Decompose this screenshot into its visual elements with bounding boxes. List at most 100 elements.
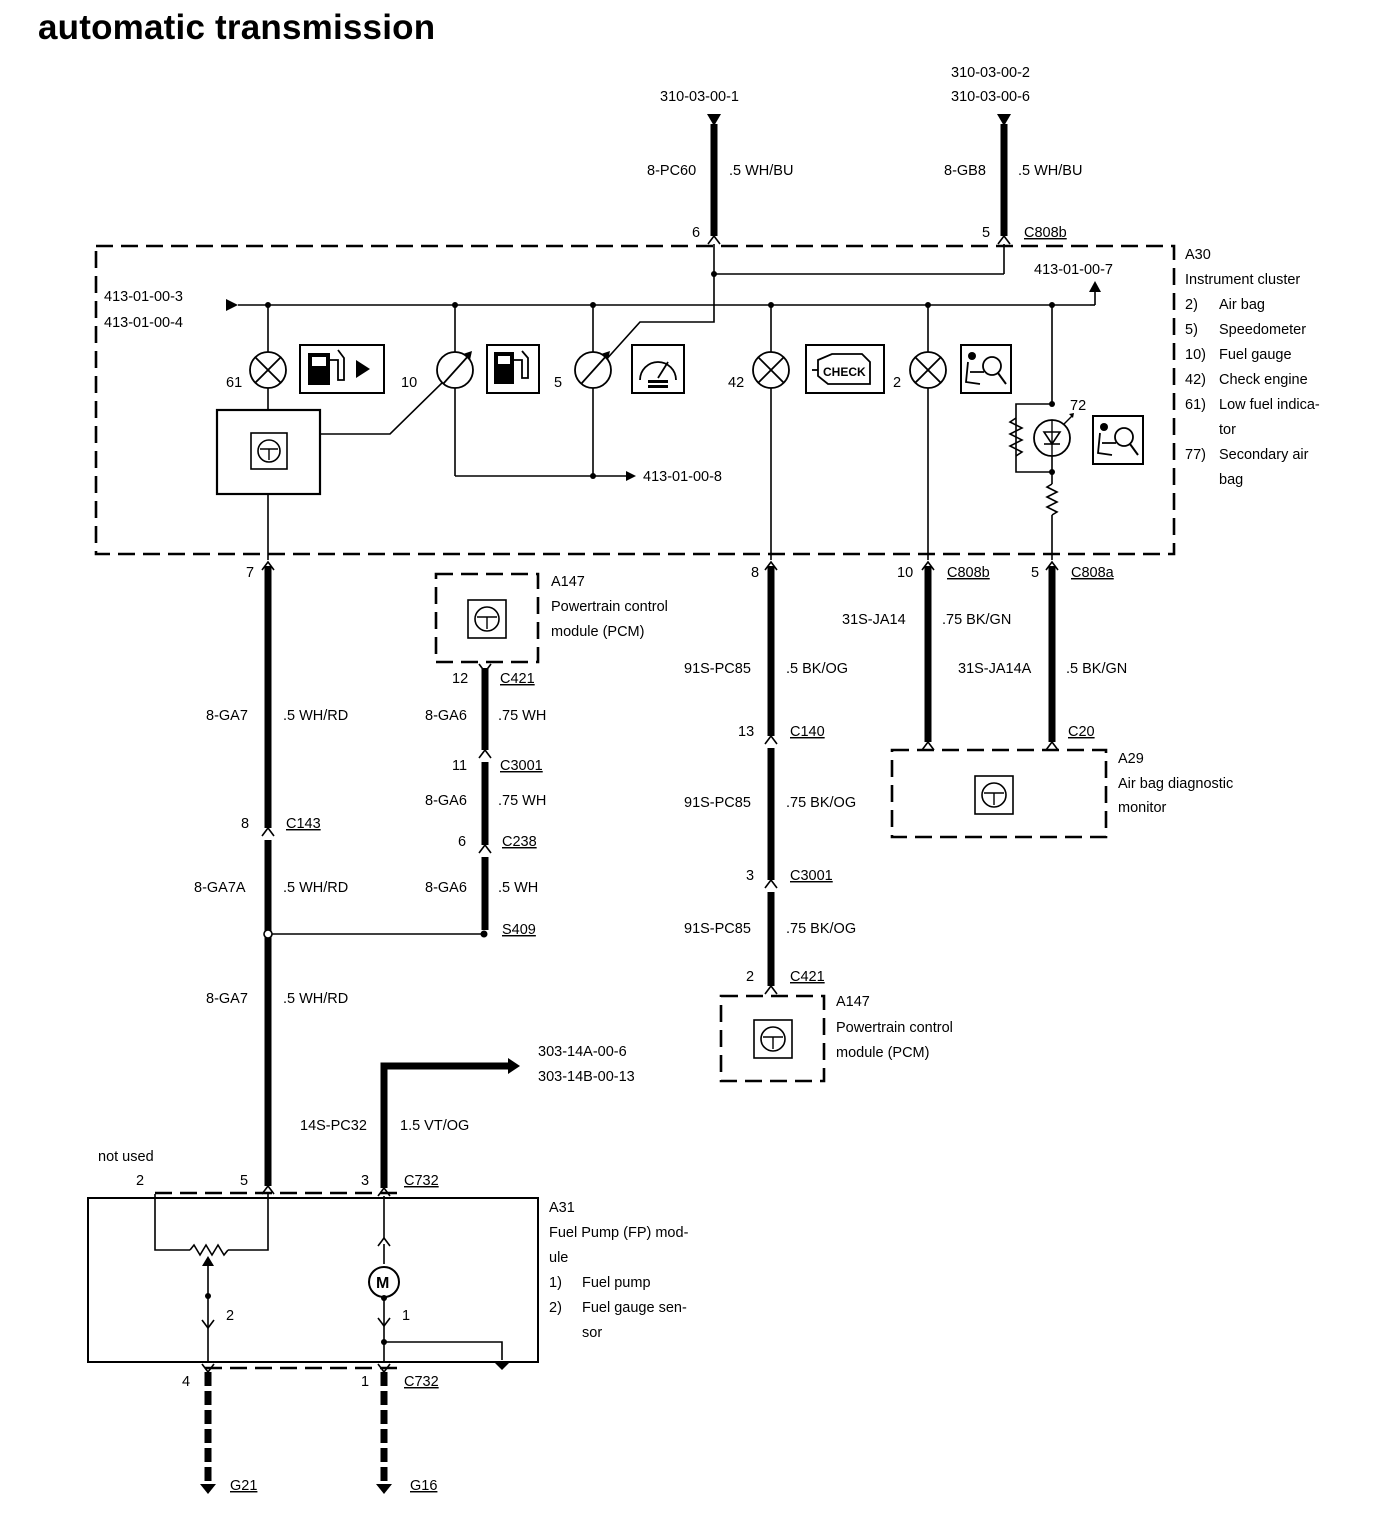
legend-text-cont: tor (1219, 422, 1236, 438)
ground-label: G21 (230, 1478, 257, 1494)
connector-label: C808b (947, 565, 990, 581)
speedometer-icon (631, 344, 685, 394)
pin-number: 5 (240, 1173, 248, 1189)
ground-label: G16 (410, 1478, 437, 1494)
pin-number: 1 (402, 1308, 410, 1324)
airbag-icon (960, 344, 1012, 394)
wire-circuit: 8-GA6 (425, 880, 467, 896)
pin-number: 10 (401, 375, 417, 391)
pin-number: 6 (458, 834, 466, 850)
component-name: Instrument cluster (1185, 272, 1300, 288)
wire-spec: .75 BK/GN (942, 612, 1011, 628)
check-engine-text: CHECK (823, 365, 866, 379)
legend-text: Fuel pump (582, 1275, 651, 1291)
legend-text: Check engine (1219, 372, 1308, 388)
pin-number: 3 (746, 868, 754, 884)
pin-number: 4 (182, 1374, 190, 1390)
pin-number: 5 (982, 225, 990, 241)
ref-top-left: 310-03-00-1 (660, 89, 739, 105)
component-id: A30 (1185, 247, 1211, 263)
pin-number: 13 (738, 724, 754, 740)
wire-circuit: 8-GA6 (425, 708, 467, 724)
wire-circuit: 91S-PC85 (684, 661, 751, 677)
wire-spec: .5 WH/RD (283, 991, 348, 1007)
wire-circuit: 31S-JA14A (958, 661, 1032, 677)
component-desc: module (PCM) (836, 1045, 929, 1061)
component-desc: module (PCM) (551, 624, 644, 640)
pin-number: 2 (893, 375, 901, 391)
ga7-wire (261, 560, 488, 1195)
low-fuel-bulb (249, 351, 287, 389)
legend-num: 42) (1185, 372, 1206, 388)
wire-circuit: 14S-PC32 (300, 1118, 367, 1134)
pcm-top-outline (434, 572, 540, 664)
pcm-bottom-outline (719, 994, 826, 1083)
pc85-wire (764, 560, 778, 995)
connector-label: C3001 (790, 868, 833, 884)
pin-number: 5 (554, 375, 562, 391)
fuel-pump-internal: M (154, 1194, 510, 1370)
component-id: A147 (551, 574, 585, 590)
wire-spec: .75 BK/OG (786, 921, 856, 937)
cluster-module (215, 408, 322, 496)
ref-cluster-left-1: 413-01-00-3 (104, 289, 183, 305)
ga6-wire (478, 663, 492, 930)
connector-label: C808b (1024, 225, 1067, 241)
legend-num: 2) (1185, 297, 1198, 313)
connector-label: C140 (790, 724, 825, 740)
not-used-label: not used (98, 1149, 154, 1165)
legend-text-cont: sor (582, 1325, 602, 1341)
connector-label: C421 (790, 969, 825, 985)
legend-num: 2) (549, 1300, 562, 1316)
connector-label: C732 (404, 1173, 439, 1189)
pin-number: 3 (361, 1173, 369, 1189)
pin-number: 7 (246, 565, 254, 581)
page-title: automatic transmission (38, 8, 436, 47)
legend-text: Speedometer (1219, 322, 1306, 338)
legend-num: 1) (549, 1275, 562, 1291)
pin-number: 72 (1070, 398, 1086, 414)
legend-text: Low fuel indica- (1219, 397, 1320, 413)
splice-label: S409 (502, 922, 536, 938)
pin-number: 5 (1031, 565, 1039, 581)
wire-circuit: 8-GB8 (944, 163, 986, 179)
secondary-airbag-led (1033, 413, 1074, 457)
legend-text-cont: bag (1219, 472, 1243, 488)
wire-spec: .5 BK/OG (786, 661, 848, 677)
wire-circuit: 8-GA7 (206, 991, 248, 1007)
top-feed-wires (707, 114, 1011, 245)
connector-label: C808a (1071, 565, 1115, 581)
connector-label: C421 (500, 671, 535, 687)
pcm-bottom-icon (753, 1019, 793, 1059)
connector-label: C732 (404, 1374, 439, 1390)
wire-spec: .5 WH/RD (283, 880, 348, 896)
connector-label: C20 (1068, 724, 1095, 740)
ja14-wires (921, 560, 1059, 751)
airbag-monitor-outline (890, 748, 1108, 839)
component-desc: ule (549, 1250, 568, 1266)
svg-text:M: M (376, 1275, 389, 1292)
pin-number: 2 (746, 969, 754, 985)
legend-num: 61) (1185, 397, 1206, 413)
ref-supply-1: 303-14A-00-6 (538, 1044, 627, 1060)
connector-label: C238 (502, 834, 537, 850)
ref-cluster-mid: 413-01-00-8 (643, 469, 722, 485)
instrument-cluster-outline (94, 244, 1176, 556)
component-desc: Fuel Pump (FP) mod- (549, 1225, 689, 1241)
check-engine-icon: CHECK (805, 344, 885, 394)
ref-top-right-1: 310-03-00-2 (951, 65, 1030, 81)
ground-wires (200, 1363, 392, 1494)
pcm-top-icon (467, 599, 507, 639)
fuel-pump-module-outline (87, 1197, 539, 1363)
cluster-internal-wiring (226, 244, 1101, 560)
legend-num: 5) (1185, 322, 1198, 338)
pin-number: 8 (241, 816, 249, 832)
pin-number: 2 (136, 1173, 144, 1189)
secondary-airbag-icon (1092, 415, 1144, 465)
pin-number: 6 (692, 225, 700, 241)
pin-number: 11 (452, 758, 467, 774)
ref-cluster-left-2: 413-01-00-4 (104, 315, 183, 331)
speedometer-meter (574, 351, 612, 389)
wire-circuit: 8-GA6 (425, 793, 467, 809)
wire-circuit: 8-GA7 (206, 708, 248, 724)
